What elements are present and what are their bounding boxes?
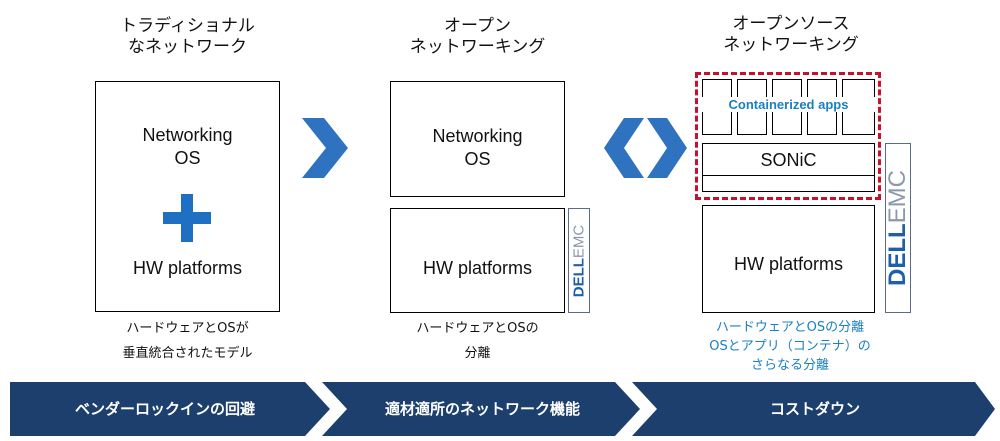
opensource-title-line-1: オープンソース — [732, 14, 850, 34]
banner-segment-3 — [632, 382, 995, 436]
open-os-line-2: OS — [464, 149, 491, 169]
banner-segment-1 — [10, 382, 330, 436]
opensource-title-line-2: ネットワーキング — [723, 35, 859, 55]
open-caption-line-2: 分離 — [464, 346, 491, 361]
sonic-divider — [703, 175, 874, 176]
software-stack-highlight — [695, 72, 881, 200]
banner-item-2: 適材適所のネットワーク機能 — [384, 400, 580, 418]
opensource-caption-line-2: OSとアプリ（コンテナ）の — [709, 339, 871, 354]
sonic-box: SONiC — [702, 143, 875, 192]
sonic-label: SONiC — [760, 150, 817, 170]
open-hw-label: HW platforms — [422, 258, 532, 278]
traditional-integrated-box: Networking OS HW platforms — [95, 81, 280, 312]
open-caption: ハードウェアとOSの 分離 — [390, 316, 565, 366]
open-hw-box: HW platforms — [390, 208, 565, 313]
open-caption-line-1: ハードウェアとOSの — [416, 321, 539, 336]
opensource-caption-line-3: さらなる分離 — [750, 358, 829, 373]
chevron-right-icon-2 — [647, 118, 687, 178]
emc-logo-text: EMC — [570, 224, 588, 258]
traditional-caption: ハードウェアとOSが 垂直統合されたモデル — [95, 316, 280, 366]
traditional-title-line-1: トラディショナル — [120, 16, 255, 36]
chevron-left-icon — [604, 118, 644, 178]
open-title-line-1: オープン — [444, 16, 511, 36]
traditional-hw-label: HW platforms — [132, 258, 242, 278]
opensource-caption: ハードウェアとOSの分離 OSとアプリ（コンテナ）の さらなる分離 — [690, 318, 890, 375]
traditional-caption-line-1: ハードウェアとOSが — [126, 321, 249, 336]
dell-emc-logo: DELLEMC — [568, 208, 590, 313]
open-title-line-2: ネットワーキング — [409, 37, 546, 57]
containerized-apps-block: Containerized apps — [702, 79, 875, 135]
banner-item-3: コストダウン — [769, 400, 860, 418]
containerized-apps-label: Containerized apps — [702, 97, 875, 112]
traditional-caption-line-2: 垂直統合されたモデル — [122, 346, 253, 361]
traditional-title-line-2: なネットワーク — [128, 37, 247, 57]
banner-segment-2 — [322, 382, 640, 436]
banner-item-1: ベンダーロックインの回避 — [74, 400, 255, 418]
opensource-title: オープンソース ネットワーキング — [700, 14, 882, 56]
traditional-os-label: Networking OS — [96, 124, 279, 170]
benefit-banner — [10, 382, 995, 436]
open-os-label: Networking OS — [391, 125, 564, 171]
emc-logo-text-large: EMC — [885, 169, 911, 224]
dell-logo-text: DELL — [570, 257, 588, 297]
traditional-os-line-2: OS — [174, 148, 201, 168]
open-title: オープン ネットワーキング — [390, 16, 565, 58]
traditional-title: トラディショナル なネットワーク — [95, 16, 280, 58]
opensource-hw-box: HW platforms — [702, 205, 875, 313]
opensource-hw-label: HW platforms — [733, 254, 843, 274]
opensource-caption-line-1: ハードウェアとOSの分離 — [715, 320, 865, 335]
traditional-os-line-1: Networking — [142, 125, 233, 145]
open-os-box: Networking OS — [390, 81, 565, 197]
dell-logo-text-large: DELL — [885, 223, 911, 287]
chevron-right-icon — [302, 118, 348, 178]
open-os-line-1: Networking — [432, 126, 523, 146]
plus-icon — [163, 194, 211, 242]
dell-emc-logo-large: DELLEMC — [885, 143, 911, 313]
